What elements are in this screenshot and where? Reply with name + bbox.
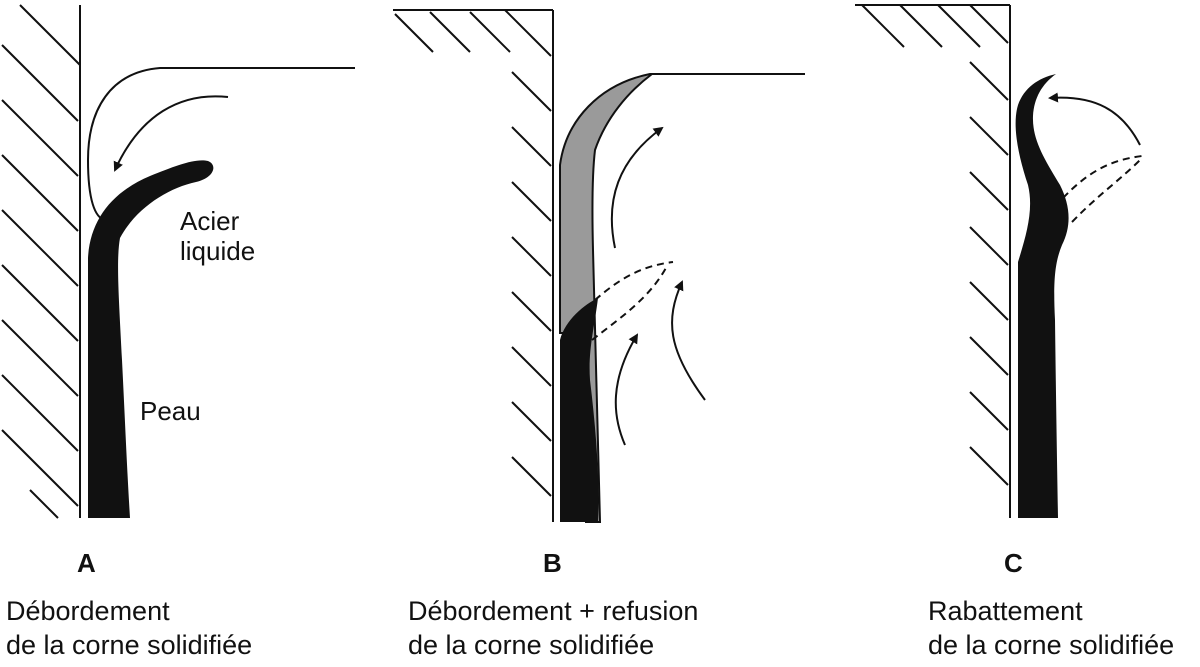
mold-hatching-b bbox=[394, 9, 552, 497]
liquid-steel-label-line2: liquide bbox=[180, 236, 256, 266]
flow-arrows-b bbox=[591, 126, 706, 446]
caption-a: Débordement de la corne solidifiée bbox=[6, 594, 252, 662]
mold-hatching-a bbox=[1, 4, 81, 519]
caption-b-line2: de la corne solidifiée bbox=[408, 630, 655, 660]
folded-skin-c bbox=[1015, 74, 1069, 518]
liquid-steel-label: Acier liquide bbox=[180, 206, 255, 266]
panel-c bbox=[855, 4, 1143, 518]
caption-a-line1: Débordement bbox=[6, 596, 170, 626]
mold-wall-c bbox=[855, 4, 1011, 518]
caption-a-line2: de la corne solidifiée bbox=[6, 630, 253, 660]
caption-b: Débordement + refusion de la corne solid… bbox=[408, 594, 698, 662]
solid-skin-b bbox=[560, 298, 599, 522]
caption-c: Rabattement de la corne solidifiée bbox=[928, 594, 1174, 662]
panel-letter-c: C bbox=[1004, 548, 1023, 578]
panel-letter-b: B bbox=[543, 548, 562, 578]
solid-skin-a bbox=[88, 160, 214, 518]
flow-arrow-a bbox=[113, 95, 229, 172]
caption-c-line2: de la corne solidifiée bbox=[928, 630, 1175, 660]
caption-c-line1: Rabattement bbox=[928, 596, 1083, 626]
panel-a bbox=[1, 4, 355, 519]
mold-wall-b bbox=[393, 9, 554, 522]
refused-shell-b bbox=[559, 73, 805, 523]
flow-arrows-c bbox=[1048, 92, 1143, 223]
liquid-steel-label-line1: Acier bbox=[180, 206, 240, 236]
skin-label: Peau bbox=[140, 396, 201, 426]
panel-letter-a: A bbox=[77, 548, 96, 578]
panel-b bbox=[393, 9, 805, 523]
mold-wall-a bbox=[1, 4, 81, 519]
caption-b-line1: Débordement + refusion bbox=[408, 596, 699, 626]
mold-hatching-c bbox=[861, 4, 1009, 486]
